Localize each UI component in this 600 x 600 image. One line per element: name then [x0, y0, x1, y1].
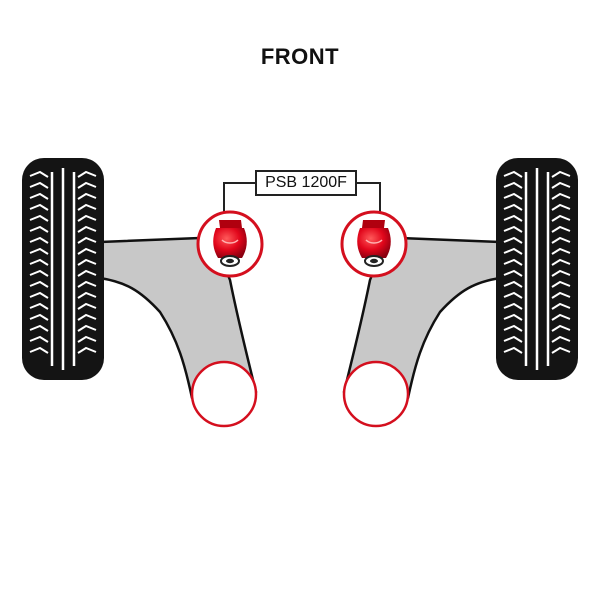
leader-line-left: [223, 182, 256, 214]
tread-mark: [77, 225, 97, 233]
tread-mark: [77, 313, 97, 321]
bush-icon: [213, 220, 247, 267]
tread-mark: [503, 269, 523, 277]
tread-mark: [77, 170, 97, 178]
tread-mark: [29, 313, 49, 321]
lower-mount-right: [342, 360, 410, 428]
tread-mark: [29, 302, 49, 310]
tread-mark: [77, 258, 97, 266]
tread-mark: [503, 236, 523, 244]
bush-icon: [357, 220, 391, 267]
tread-mark: [77, 247, 97, 255]
tread-mark: [77, 236, 97, 244]
tread-mark: [551, 346, 571, 354]
tread-mark: [551, 291, 571, 299]
tread-mark: [503, 280, 523, 288]
tread-mark: [551, 192, 571, 200]
tread-mark: [29, 236, 49, 244]
tread-mark: [551, 247, 571, 255]
tread-mark: [29, 247, 49, 255]
bush-highlight-right: [340, 210, 408, 278]
tread-mark: [77, 280, 97, 288]
tread-mark: [77, 324, 97, 332]
tread-mark: [29, 280, 49, 288]
tread-mark: [503, 203, 523, 211]
tread-mark: [29, 291, 49, 299]
tread-mark: [77, 291, 97, 299]
tyre-right-icon: [496, 158, 578, 380]
tread-mark: [29, 269, 49, 277]
tread-mark: [551, 181, 571, 189]
tread-mark: [551, 170, 571, 178]
tread-mark: [503, 324, 523, 332]
tread-mark: [29, 181, 49, 189]
tread-mark: [503, 346, 523, 354]
tread-mark: [503, 170, 523, 178]
leader-line-right: [356, 182, 381, 214]
tread-mark: [551, 335, 571, 343]
tread-mark: [503, 247, 523, 255]
tread-mark: [503, 181, 523, 189]
tread-mark: [29, 192, 49, 200]
tread-mark: [503, 258, 523, 266]
tread-mark: [551, 269, 571, 277]
tread-mark: [77, 192, 97, 200]
tread-mark: [503, 214, 523, 222]
tread-mark: [503, 335, 523, 343]
tread-mark: [503, 302, 523, 310]
tread-mark: [551, 236, 571, 244]
tread-mark: [29, 346, 49, 354]
tread-mark: [77, 203, 97, 211]
tread-mark: [77, 335, 97, 343]
diagram-title: FRONT: [260, 44, 340, 69]
tread-mark: [551, 302, 571, 310]
tread-mark: [29, 203, 49, 211]
tread-mark: [77, 214, 97, 222]
tread-mark: [77, 302, 97, 310]
tread-mark: [551, 280, 571, 288]
tread-mark: [503, 313, 523, 321]
tread-mark: [29, 324, 49, 332]
tread-mark: [77, 346, 97, 354]
tread-mark: [77, 181, 97, 189]
tread-mark: [29, 225, 49, 233]
tread-mark: [551, 324, 571, 332]
tread-mark: [551, 225, 571, 233]
tread-mark: [551, 203, 571, 211]
tread-mark: [29, 335, 49, 343]
tread-mark: [503, 192, 523, 200]
tread-mark: [503, 291, 523, 299]
lower-mount-left: [190, 360, 258, 428]
tread-mark: [77, 269, 97, 277]
tread-mark: [551, 258, 571, 266]
bush-highlight-left: [196, 210, 264, 278]
tread-mark: [29, 170, 49, 178]
tread-mark: [29, 258, 49, 266]
tyre-left-icon: [22, 158, 104, 380]
tread-mark: [551, 313, 571, 321]
tread-mark: [29, 214, 49, 222]
tread-mark: [551, 214, 571, 222]
part-number-label: PSB 1200F: [255, 170, 357, 196]
tread-mark: [503, 225, 523, 233]
